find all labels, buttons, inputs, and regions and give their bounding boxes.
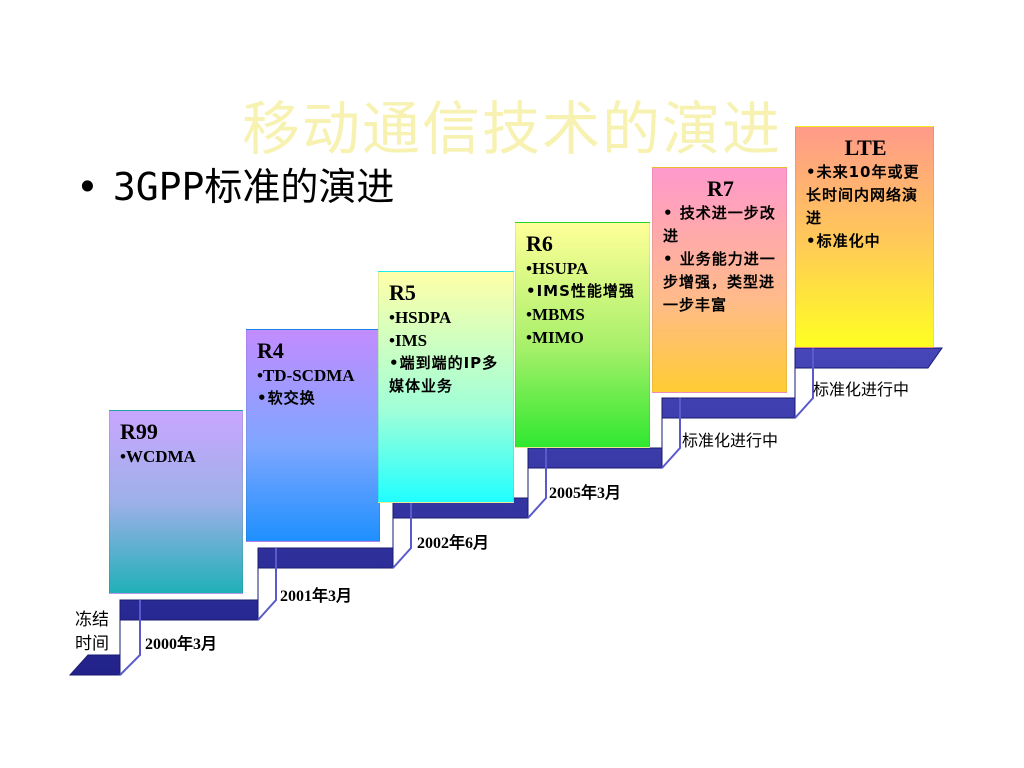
bullet-text: • 3GPP标准的演进 (76, 156, 394, 211)
date-label-r99: 2000年3月 (145, 636, 218, 653)
release-title: R4 (257, 338, 284, 363)
date-label-r5: 2002年6月 (417, 535, 490, 552)
release-item: •HSUPA (526, 259, 589, 278)
release-item: •端到端的IP多媒体业务 (389, 354, 499, 395)
freeze-label-line: 冻结 (75, 610, 109, 630)
release-title: LTE (844, 135, 887, 160)
release-box-r4: R4 •TD-SCDMA •软交换 (246, 329, 380, 542)
release-item: •TD-SCDMA (257, 366, 355, 385)
release-item: •软交换 (257, 389, 316, 407)
bullet-dot: • (76, 165, 99, 209)
date-label-lte: 标准化进行中 (813, 380, 910, 399)
release-title: R7 (707, 176, 734, 201)
release-item: • 业务能力进一步增强，类型进一步丰富 (663, 250, 776, 314)
date-label-r7: 标准化进行中 (682, 431, 779, 450)
release-title: R99 (120, 419, 158, 444)
release-box-r99: R99 •WCDMA (109, 410, 243, 594)
freeze-label-line: 时间 (75, 634, 109, 654)
release-box-r5: R5 •HSDPA •IMS •端到端的IP多媒体业务 (378, 271, 514, 503)
release-item: •WCDMA (120, 447, 196, 466)
freeze-time-label: 冻结 时间 (75, 608, 109, 656)
release-item: •MIMO (526, 328, 584, 347)
release-item: •IMS性能增强 (526, 282, 635, 300)
date-label-r6: 2005年3月 (549, 485, 622, 502)
release-item: •未来10年或更长时间内网络演进 (806, 163, 920, 227)
release-item: •标准化中 (806, 232, 881, 250)
release-box-r6: R6 •HSUPA •IMS性能增强 •MBMS •MIMO (515, 222, 650, 448)
release-item: •MBMS (526, 305, 585, 324)
release-box-lte: LTE •未来10年或更长时间内网络演进 •标准化中 (795, 126, 934, 348)
date-label-r4: 2001年3月 (280, 588, 353, 605)
release-item: • 技术进一步改进 (663, 204, 776, 245)
slide-title: 移动通信技术的演进 (241, 95, 782, 163)
bullet-label: 3GPP标准的演进 (112, 165, 395, 209)
release-title: R5 (389, 280, 416, 305)
staircase-shape (68, 347, 943, 676)
release-item: •HSDPA (389, 308, 452, 327)
release-title: R6 (526, 231, 553, 256)
release-item: •IMS (389, 331, 428, 350)
release-box-r7: R7 • 技术进一步改进 • 业务能力进一步增强，类型进一步丰富 (652, 167, 787, 393)
